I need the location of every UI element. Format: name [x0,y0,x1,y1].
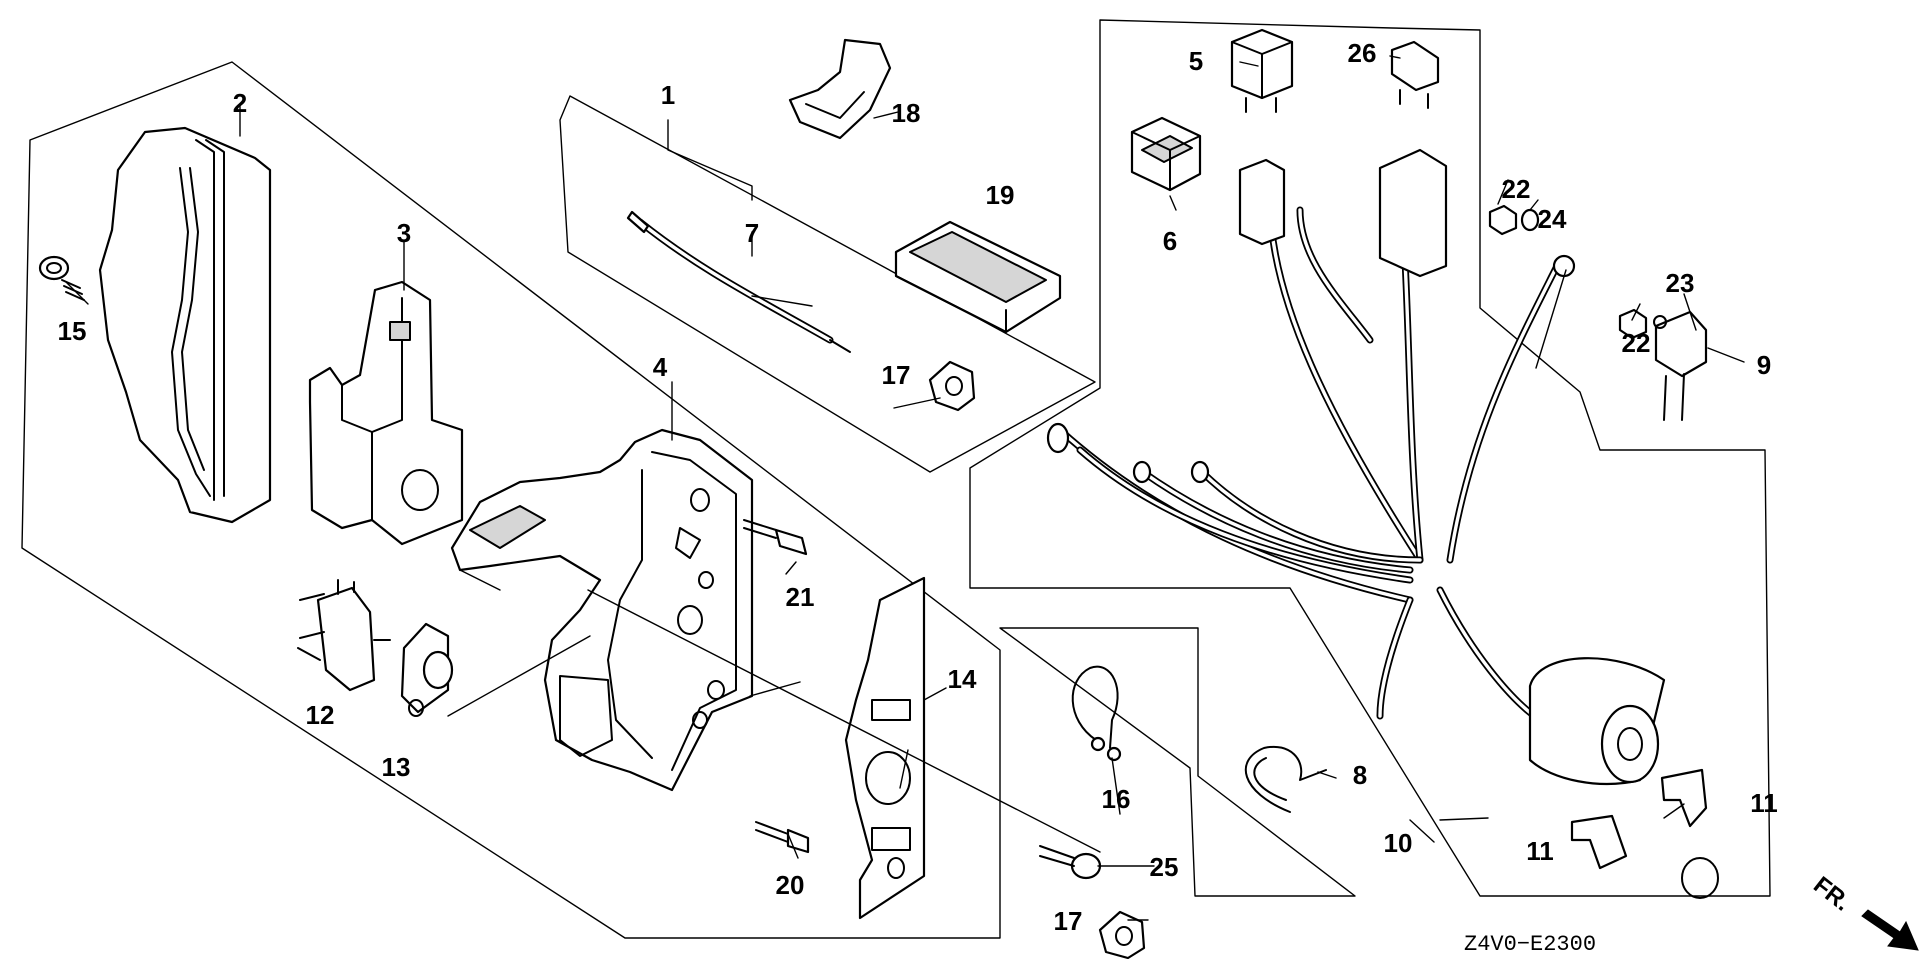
callout-25: 25 [1150,852,1179,882]
knob-part-13 [400,622,454,717]
callout-17-upper: 17 [882,360,911,390]
callout-18: 18 [892,98,921,128]
direction-label: FR. [1808,871,1855,916]
outline-control-box-group [21,61,1001,939]
fuse-part-26 [1390,40,1440,109]
clip-part-17-lower [1098,910,1146,959]
callout-9: 9 [1757,350,1771,380]
callout-3: 3 [397,218,411,248]
callout-15: 15 [58,316,87,346]
callout-21: 21 [786,582,815,612]
clip-part-17-upper [928,360,976,412]
callout-26: 26 [1348,38,1377,68]
keys-part-11 [1570,768,1719,899]
gasket-part-14 [844,576,926,920]
cover-part [98,126,272,524]
callout-22-upper: 22 [1502,174,1531,204]
group-outlines [21,19,1771,939]
callout-24: 24 [1538,204,1567,234]
callout-16: 16 [1102,784,1131,814]
screws-20-21-25 [743,519,1102,880]
callout-23: 23 [1666,268,1695,298]
holder-part-6 [1130,116,1202,192]
outline-harness-group [969,19,1771,897]
callout-19: 19 [986,180,1015,210]
callout-11-lower: 11 [1526,836,1554,866]
bracket-part-3 [308,280,464,546]
ground-terminal-part-9 [1488,204,1708,421]
callout-10: 10 [1384,828,1413,858]
callout-labels: 1 2 3 4 5 6 7 8 9 10 11 11 12 13 14 15 1… [58,38,1778,936]
callout-13: 13 [382,752,411,782]
screw-part-15 [38,255,85,301]
relay-part-5 [1230,28,1294,113]
callout-12: 12 [306,700,335,730]
switch-part-12 [297,579,391,692]
cushion-part-19 [894,220,1062,334]
callout-5: 5 [1189,46,1203,76]
callout-22-lower: 22 [1622,328,1651,358]
direction-arrow-icon [1861,909,1919,951]
callout-1: 1 [661,80,675,110]
front-direction-indicator: FR. [1808,871,1919,951]
callout-7: 7 [745,218,759,248]
ignition-switch [1528,657,1666,786]
callout-6: 6 [1163,226,1177,256]
callout-2: 2 [233,88,247,118]
band-part-16 [1071,665,1122,762]
callout-14: 14 [948,664,977,694]
wire-part-7 [626,210,851,353]
drawing-code: Z4V0−E2300 [1464,932,1596,957]
clamp-part-8 [1244,745,1327,813]
outline-wire-group [559,95,1096,473]
callout-17-lower: 17 [1054,906,1083,936]
clip-part-18 [788,38,892,140]
harness-part-10 [1046,148,1576,724]
leader-lines [65,55,1745,921]
outline-clip-group [999,627,1356,897]
callout-20: 20 [776,870,805,900]
callout-8: 8 [1353,760,1367,790]
callout-4: 4 [653,352,668,382]
callout-11-upper: 11 [1750,788,1778,818]
control-panel-part-4 [450,428,754,792]
